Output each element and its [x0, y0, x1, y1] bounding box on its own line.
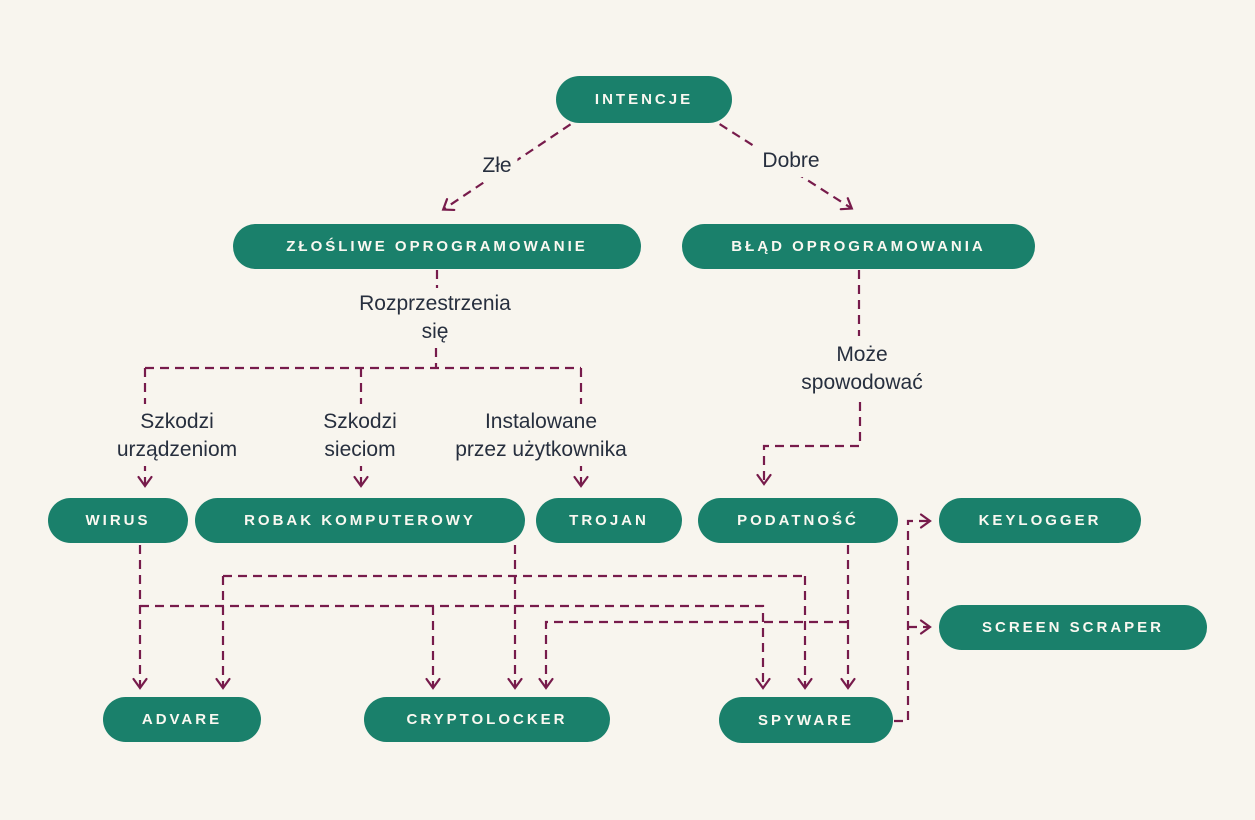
edge-label-dobre: Dobre	[756, 145, 826, 177]
edge-label-szkodzi-urzadzeniom: Szkodzi urządzeniom	[110, 406, 244, 466]
node-keylogger: KEYLOGGER	[939, 498, 1141, 543]
edge-blad-podatnosc	[756, 402, 862, 486]
edge-label-moze-spowodowac: Może spowodować	[795, 339, 929, 399]
node-blad-oprogramowania: BŁĄD OPROGRAMOWANIA	[682, 224, 1035, 269]
edge-label-instalowane: Instalowane przez użytkownika	[449, 406, 633, 466]
node-spyware: SPYWARE	[719, 697, 893, 743]
edge-label-szkodzi-sieciom: Szkodzi sieciom	[317, 406, 403, 466]
node-advare: ADVARE	[103, 697, 261, 742]
node-trojan: TROJAN	[536, 498, 682, 543]
node-podatnosc: PODATNOŚĆ	[698, 498, 898, 543]
node-zlosliwe-oprogramowanie: ZŁOŚLIWE OPROGRAMOWANIE	[233, 224, 641, 269]
node-cryptolocker: CRYPTOLOCKER	[364, 697, 610, 742]
edge-wirus-spyware	[140, 604, 771, 690]
edge-podatnosc-cryptolocker	[538, 620, 848, 690]
node-robak-komputerowy: ROBAK KOMPUTEROWY	[195, 498, 525, 543]
node-screen-scraper: SCREEN SCRAPER	[939, 605, 1207, 650]
edge-label-rozprzestrzenia: Rozprzestrzenia się	[353, 288, 517, 348]
node-intencje: INTENCJE	[556, 76, 732, 123]
node-wirus: WIRUS	[48, 498, 188, 543]
edge-label-zle: Złe	[476, 150, 518, 182]
edge-spyware-keylogger	[894, 513, 932, 723]
edge-intencje-blad	[706, 115, 854, 211]
